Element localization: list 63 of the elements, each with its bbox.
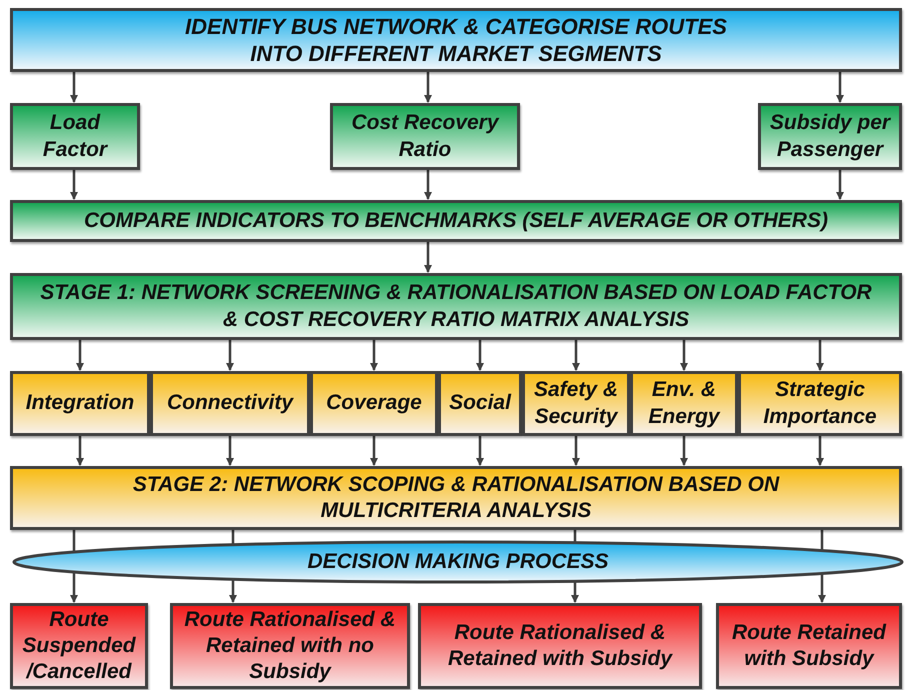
box-label: Env. & Energy [647, 377, 722, 430]
criteria-box [10, 371, 150, 436]
arrow [76, 340, 84, 371]
box-label: Route Suspended /Cancelled [21, 606, 137, 686]
arrow [816, 436, 824, 466]
arrow [680, 340, 688, 371]
box-label: Strategic Importance [762, 377, 878, 430]
arrow [70, 170, 78, 200]
arrow [476, 436, 484, 466]
arrow [424, 242, 432, 273]
criteria-box [522, 371, 630, 436]
arrow [424, 170, 432, 200]
process-box [10, 273, 902, 340]
arrow [572, 436, 580, 466]
box-label: STAGE 1: NETWORK SCREENING & RATIONALISATION BASED ON LOAD FACTOR & COST RECOVERY RATIO MATRIX ANALYSIS [39, 280, 873, 332]
process-box [10, 200, 902, 242]
box-label: Coverage [326, 390, 422, 416]
arrow [816, 340, 824, 371]
criteria-box [310, 371, 438, 436]
arrow [226, 340, 234, 371]
box-label: Route Rationalised & Retained with no Subsidy [183, 606, 397, 686]
box-label: IDENTIFY BUS NETWORK & CATEGORISE ROUTES INTO DIFFERENT MARKET SEGMENTS [184, 12, 728, 68]
box-label: Social [449, 390, 511, 416]
criteria-box [630, 371, 738, 436]
arrow [226, 436, 234, 466]
arrow [76, 436, 84, 466]
criteria-box [438, 371, 522, 436]
arrow [476, 340, 484, 371]
arrow [70, 72, 78, 103]
decision-ellipse [12, 540, 904, 584]
outcome-box [418, 603, 702, 689]
arrow [370, 436, 378, 466]
outcome-box [716, 603, 902, 689]
box-label: STAGE 2: NETWORK SCOPING & RATIONALISATION BASED ON MULTICRITERIA ANALYSIS [132, 472, 780, 524]
arrow [229, 579, 237, 603]
arrow [818, 573, 826, 603]
box-label: DECISION MAKING PROCESS [307, 548, 609, 575]
box-label: Route Retained with Subsidy [730, 620, 888, 672]
box-label: Cost Recovery Ratio [350, 110, 500, 162]
box-label: Connectivity [166, 390, 294, 416]
arrow [370, 340, 378, 371]
arrow [571, 581, 579, 603]
criteria-box [150, 371, 310, 436]
arrow [680, 436, 688, 466]
box-label: Route Rationalised & Retained with Subsidy [446, 620, 674, 672]
process-box [330, 103, 520, 170]
outcome-box [10, 603, 148, 689]
box-label: Load Factor [42, 110, 109, 162]
arrow [836, 72, 844, 103]
process-box [758, 103, 902, 170]
arrow [424, 72, 432, 103]
outcome-box [170, 603, 410, 689]
box-label: Safety & Security [532, 377, 620, 430]
arrow [836, 170, 844, 200]
box-label: Subsidy per Passenger [768, 110, 892, 162]
arrow [70, 572, 78, 603]
arrow [572, 340, 580, 371]
process-box [10, 8, 902, 72]
box-label: Integration [26, 390, 134, 416]
box-label: COMPARE INDICATORS TO BENCHMARKS (SELF AVERAGE OR OTHERS) [84, 208, 828, 234]
process-box [10, 103, 140, 170]
criteria-box [738, 371, 902, 436]
criteria-box [10, 466, 902, 530]
